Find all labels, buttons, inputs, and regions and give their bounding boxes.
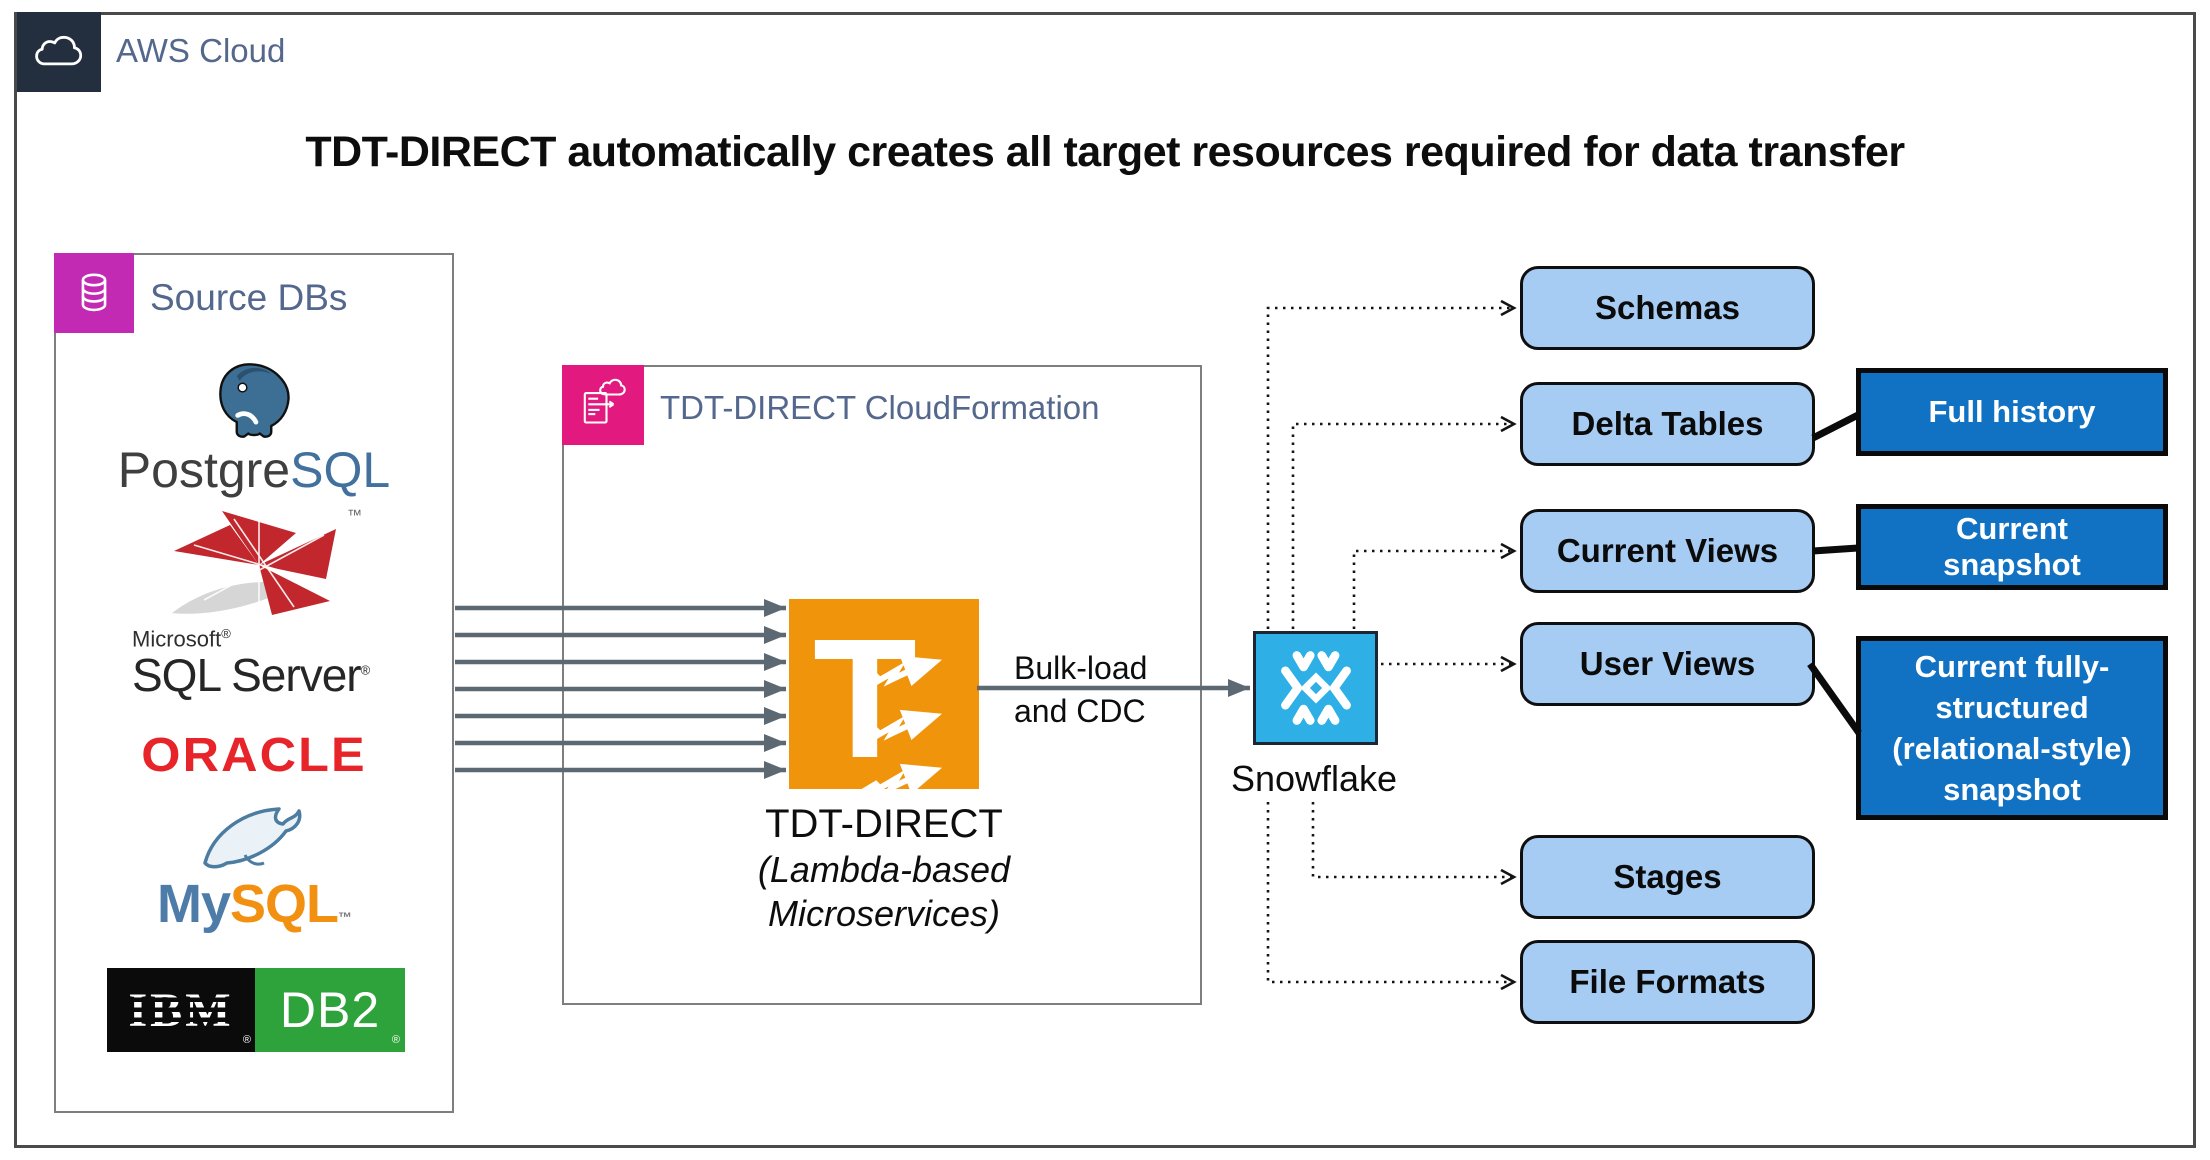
trademark-symbol: ™ <box>347 507 362 524</box>
tdt-direct-subtitle-line2: Microservices) <box>767 893 1000 934</box>
target-box-user-views: User Views <box>1520 622 1815 706</box>
mysql-dolphin-icon <box>193 793 315 880</box>
oracle-wordmark: ORACLE <box>141 729 367 782</box>
tdt-icon-letter: T <box>813 604 917 789</box>
tdt-direct-subtitle-line1: (Lambda-based <box>757 849 1011 890</box>
postgresql-elephant-icon <box>208 355 300 452</box>
cloudformation-icon-tile <box>561 364 644 445</box>
ibm-stripes <box>121 992 233 1026</box>
target-box-file-formats: File Formats <box>1520 940 1815 1024</box>
annotation-relational-snapshot: Current fully- structured (relational-st… <box>1856 636 2168 820</box>
mysql-wordmark: MySQL™ <box>156 874 352 934</box>
postgresql-wordmark: PostgreSQL <box>117 442 391 498</box>
bulk-load-label: Bulk-load and CDC <box>1014 650 1148 729</box>
source-dbs-label: Source DBs <box>150 277 348 318</box>
sqlserver-swoosh-icon: ™ <box>164 505 362 632</box>
annotation-current-snapshot: Current snapshot <box>1856 504 2168 590</box>
aws-cloud-frame <box>14 12 2196 1148</box>
diagram-title: TDT-DIRECT automatically creates all tar… <box>305 128 1905 176</box>
source-dbs-box: Source DBs PostgreSQL <box>53 252 454 1113</box>
cloudformation-box: TDT-DIRECT CloudFormation T <box>561 364 1202 1005</box>
cloud-icon <box>35 35 83 66</box>
target-box-schemas: Schemas <box>1520 266 1815 350</box>
aws-cloud-label: AWS Cloud <box>116 32 286 69</box>
snowflake-label: Snowflake <box>1230 758 1398 799</box>
snowflake-icon <box>1253 631 1378 745</box>
ibm-db2-badge: IBM ® DB2 ® <box>107 968 405 1052</box>
database-icon <box>81 273 106 311</box>
db2-logo: DB2 ® <box>255 968 405 1052</box>
tdt-direct-icon: T <box>789 599 979 801</box>
database-icon-tile <box>53 252 134 333</box>
cloudformation-icon <box>583 378 626 424</box>
target-box-delta-tables: Delta Tables <box>1520 382 1815 466</box>
aws-cloud-icon-tile <box>17 12 101 92</box>
lightning-arrows-icon <box>852 655 943 801</box>
target-box-stages: Stages <box>1520 835 1815 919</box>
cloudformation-label: TDT-DIRECT CloudFormation <box>660 389 1100 426</box>
annotation-full-history: Full history <box>1856 368 2168 456</box>
tdt-direct-label: TDT-DIRECT <box>765 802 1003 846</box>
ibm-logo: IBM ® <box>107 968 255 1052</box>
target-box-current-views: Current Views <box>1520 509 1815 593</box>
sqlserver-wordmark: Microsoft® SQL Server® <box>132 626 370 702</box>
